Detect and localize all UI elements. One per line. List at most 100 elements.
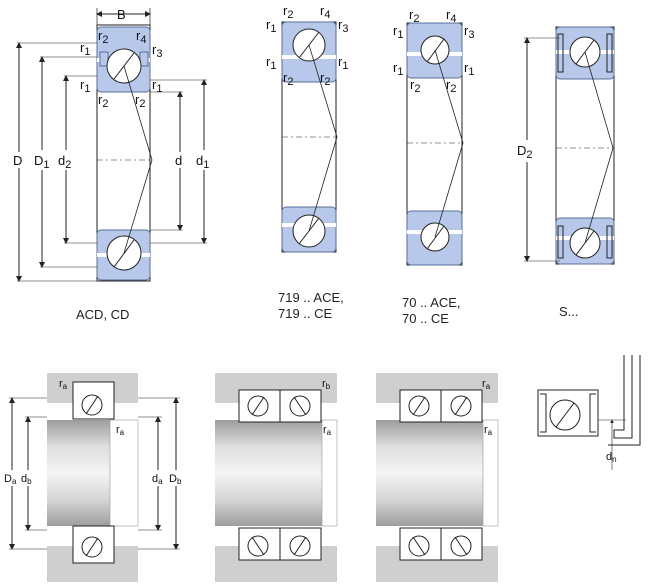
- contact-line: [113, 239, 135, 268]
- contact-line: [454, 396, 468, 416]
- radius-label-rb: rb: [322, 378, 331, 391]
- radius-label-r3: r3: [152, 42, 162, 60]
- radius-label-r1: r1: [464, 60, 474, 78]
- dim-label-d2: d2: [58, 153, 71, 171]
- seal-left: [557, 33, 564, 73]
- contact-line: [412, 536, 426, 556]
- radius-label-r1: r1: [80, 40, 90, 58]
- label-bg: [33, 150, 53, 170]
- dim-label-da: da: [152, 473, 163, 486]
- abutment-pair-1: rb ra: [215, 373, 338, 582]
- seal-left: [540, 393, 547, 433]
- radius-label-r2: r2: [98, 28, 108, 46]
- caption-719-line1: 719 .. ACE,: [278, 290, 344, 305]
- contact-line: [251, 396, 265, 416]
- caption-acd-cd: ACD, CD: [76, 307, 130, 322]
- caption-70-line1: 70 .. ACE,: [402, 295, 461, 310]
- shaft-gap: [109, 419, 139, 527]
- caption-70-line2: 70 .. CE: [402, 311, 449, 326]
- radius-label-r2: r2: [320, 70, 330, 88]
- radius-label-r1: r1: [80, 77, 90, 95]
- dim-label-D2: D2: [517, 143, 533, 161]
- seal-right: [606, 33, 613, 73]
- shaft-gap: [321, 419, 338, 527]
- radius-label-r2: r2: [283, 70, 293, 88]
- bearing-70-ace: r2 r4 r1 r3 r1 r1 r2 r2: [393, 7, 474, 266]
- dim-label-D: D: [13, 153, 22, 168]
- dim-label-B: B: [117, 7, 126, 22]
- contact-line: [426, 225, 445, 250]
- bearing-719-ace: r2 r4 r1 r3 r1 r1 r2 r2: [266, 3, 348, 253]
- label-bg: [173, 152, 187, 168]
- radius-label-r2: r2: [410, 77, 420, 95]
- radius-label-ra: ra: [484, 424, 493, 437]
- radius-label-r4: r4: [446, 7, 456, 25]
- radius-label-r1: r1: [266, 54, 276, 72]
- contact-angle-line: [434, 142, 464, 238]
- dim-label-Db: Db: [169, 473, 182, 486]
- radius-label-r2: r2: [98, 92, 108, 110]
- radius-label-r1: r1: [266, 17, 276, 35]
- label-bg: [168, 470, 184, 486]
- dim-label-d: d: [175, 153, 182, 168]
- bearing-sealed: D2: [516, 26, 615, 265]
- dim-label-d1: d1: [196, 153, 209, 171]
- caption-sealed: S...: [559, 304, 579, 319]
- shaft: [215, 420, 322, 526]
- radius-label-ra: ra: [59, 378, 68, 391]
- seal-left: [557, 225, 564, 259]
- radius-label-ra: ra: [116, 424, 125, 437]
- radius-label-ra: ra: [323, 424, 332, 437]
- radius-label-r1: r1: [338, 54, 348, 72]
- radius-label-r2: r2: [446, 77, 456, 95]
- radius-label-r2: r2: [135, 92, 145, 110]
- radius-label-r1: r1: [393, 23, 403, 41]
- radius-label-r2: r2: [409, 7, 419, 25]
- dim-label-D1: D1: [34, 153, 50, 171]
- label-bg: [151, 470, 165, 486]
- label-bg: [4, 470, 20, 486]
- label-bg: [516, 140, 538, 162]
- contact-line: [85, 537, 99, 557]
- contact-angle-line: [123, 65, 153, 161]
- dim-label-dn: dn: [606, 451, 617, 464]
- bearing-acd-cd: D D1 d2 d d1 B r2 r4 r1 r3 r1 r1 r2 r2: [12, 7, 215, 282]
- abutment-seal-detail: dn: [537, 355, 641, 470]
- contact-line: [454, 536, 468, 556]
- abutment-pair-2: ra ra: [376, 373, 499, 582]
- radius-label-ra: ra: [482, 378, 491, 391]
- label-bg: [20, 470, 36, 486]
- caption-719-line2: 719 .. CE: [278, 306, 333, 321]
- radius-label-r4: r4: [320, 3, 330, 21]
- seal-right: [606, 225, 613, 259]
- radius-label-r2: r2: [283, 3, 293, 21]
- dim-label-db: db: [21, 473, 32, 486]
- radius-label-r4: r4: [136, 28, 146, 46]
- adjacent-part: [613, 355, 633, 439]
- contact-line: [293, 396, 307, 416]
- contact-angle-line: [584, 51, 614, 149]
- adjacent-part: [608, 355, 641, 446]
- contact-angle-line: [308, 44, 338, 138]
- dim-label-Da: Da: [4, 473, 17, 486]
- label-bg: [12, 152, 26, 168]
- contact-line: [293, 536, 307, 556]
- contact-line: [555, 402, 575, 428]
- radius-label-r1: r1: [152, 77, 162, 95]
- seal-right: [589, 393, 596, 433]
- contact-line: [85, 395, 99, 415]
- contact-line: [412, 396, 426, 416]
- contact-angle-line: [584, 147, 614, 244]
- contact-angle-line: [308, 136, 338, 232]
- shaft: [47, 420, 110, 526]
- contact-line: [251, 536, 265, 556]
- abutment-single: Da db da Db ra ra: [4, 373, 184, 582]
- contact-angle-line: [434, 49, 464, 144]
- radius-label-r3: r3: [464, 23, 474, 41]
- radius-label-r3: r3: [338, 17, 348, 35]
- contact-angle-line: [123, 159, 153, 254]
- label-bg: [57, 150, 77, 170]
- label-bg: [195, 150, 215, 170]
- shaft-gap: [482, 419, 499, 527]
